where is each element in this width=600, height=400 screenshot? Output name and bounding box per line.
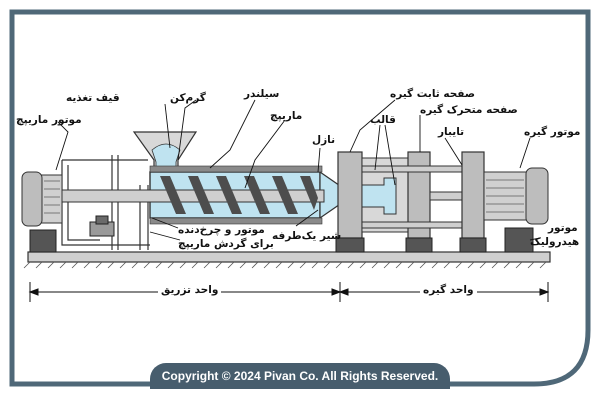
label-feed-hopper: قیف تغذیه [66,92,120,104]
screw-shaft [61,176,325,214]
label-moving-platen: صفحه متحرک گیره [420,104,518,116]
machine-base [27,251,551,263]
label-clamp-unit: واحد گیره [420,284,477,296]
copyright-banner: Copyright © 2024 Pivan Co. All Rights Re… [150,363,450,389]
screw-motor [21,171,63,227]
label-nozzle: نازل [312,134,336,146]
clamp-motor [483,167,549,225]
label-injection-unit: واحد تزریق [158,284,222,296]
label-hydraulic-motor-2: هیدرولیک [530,236,580,248]
label-hydraulic-motor-1: موتور [548,222,578,234]
label-mold: قالب [370,114,396,126]
label-gear-motor-1: موتور و چرخ‌دنده [178,224,265,236]
frame-border [9,9,591,387]
label-fixed-platen: صفحه ثابت گیره [390,88,476,100]
label-screw: ماریپچ [270,110,303,122]
rear-platen [461,151,485,239]
label-clamp-motor: موتور گیره [524,126,581,138]
label-screw-motor: موتور ماریپچ [16,114,82,126]
label-gear-motor-2: برای گردش ماریپچ [178,238,274,250]
label-heater: گرم‌کن [170,92,206,104]
label-tie-bar: تایبار [438,126,465,138]
right-hydraulic-block [504,227,534,253]
label-check-valve: شیر یک‌طرفه [272,230,342,242]
label-cylinder: سیلندر [244,88,280,100]
leader-lines [55,99,541,241]
fixed-platen [337,151,363,239]
ground-hatch [23,261,547,269]
gear-motor [89,215,115,237]
left-hydraulic-block [29,229,57,253]
